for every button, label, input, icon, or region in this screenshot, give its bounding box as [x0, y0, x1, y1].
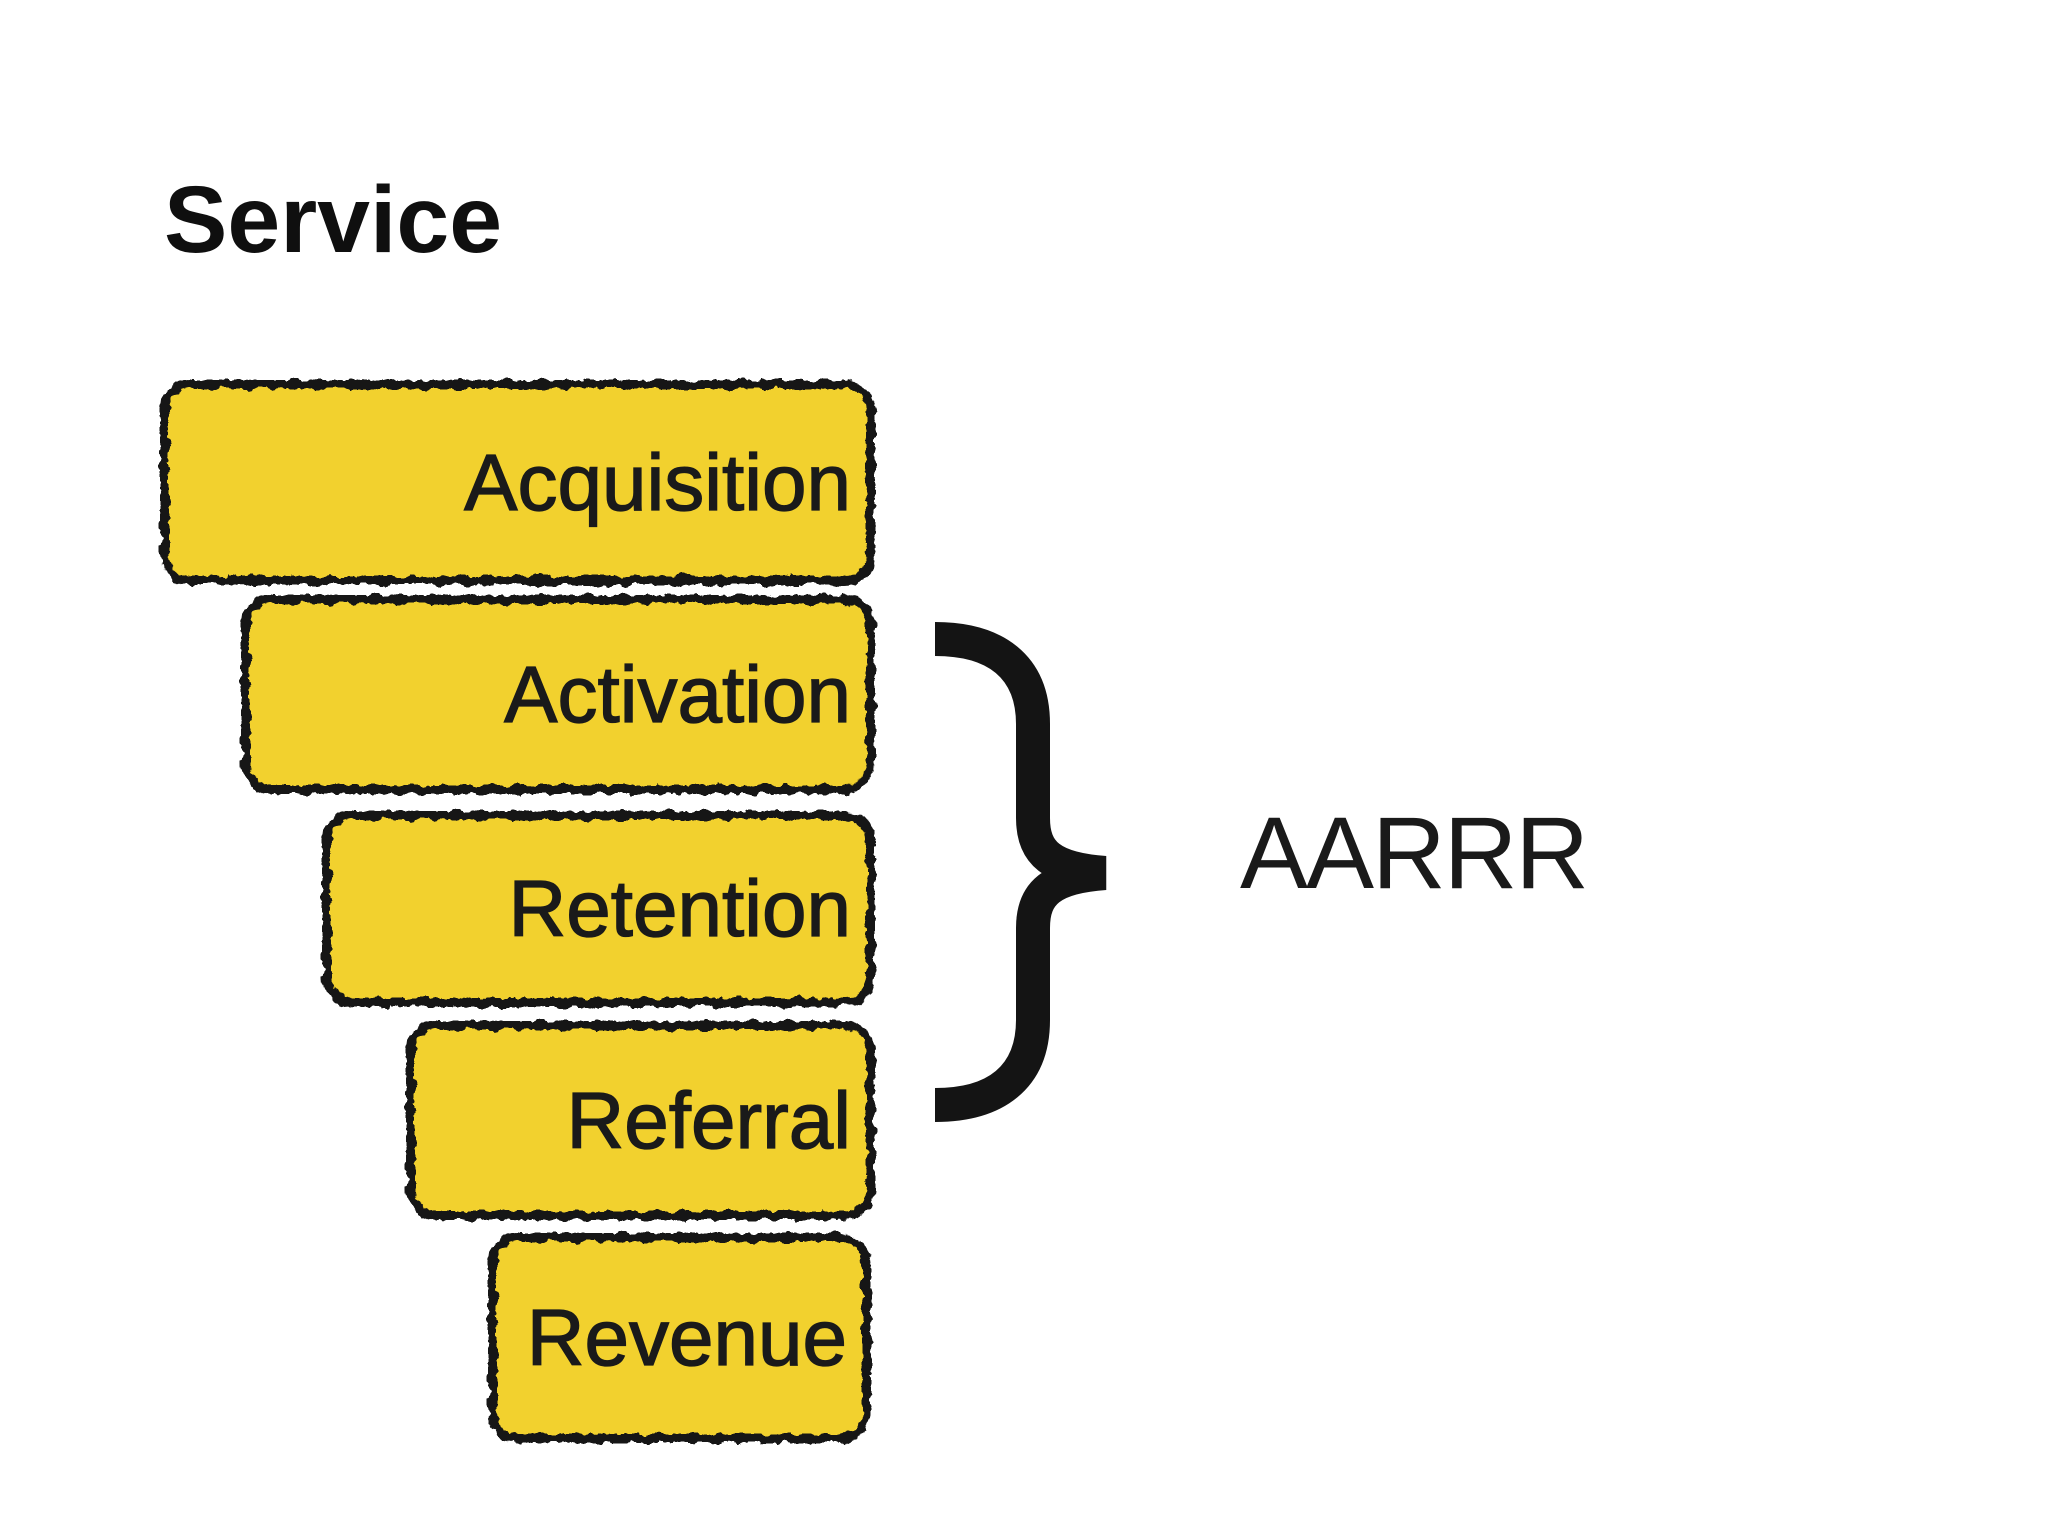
funnel-stage-referral: Referral	[406, 1021, 875, 1220]
funnel-stage-shape	[488, 1233, 871, 1443]
funnel-stage-label: Activation	[504, 649, 852, 739]
funnel-stage-shape	[160, 380, 875, 585]
funnel-stage-retention: Retention	[322, 811, 875, 1007]
funnel-stage-label: Retention	[508, 863, 852, 953]
aarrr-label: AARRR	[1240, 796, 1589, 910]
funnel-stage-activation: Activation	[241, 595, 875, 794]
funnel-stage-shape	[241, 595, 875, 794]
funnel-stage-label: Referral	[566, 1075, 852, 1165]
funnel-stage-shape	[406, 1021, 875, 1220]
funnel-stage-shape	[322, 811, 875, 1007]
funnel-stage-label: Acquisition	[463, 437, 851, 527]
page-title: Service	[164, 167, 503, 273]
funnel-stage-label: Revenue	[526, 1292, 848, 1382]
funnel-stage-revenue: Revenue	[488, 1233, 871, 1443]
curly-brace-icon	[933, 622, 1119, 1122]
funnel-stage-acquisition: Acquisition	[160, 380, 875, 585]
